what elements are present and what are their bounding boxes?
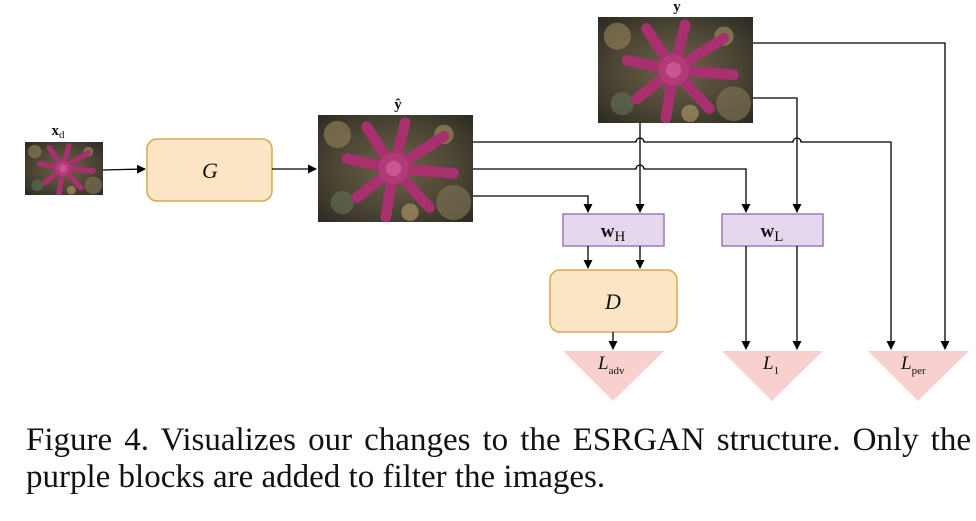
input-image-label: xd xyxy=(52,123,66,141)
arrow-target-to-perceptual-loss xyxy=(753,42,950,350)
filter-high-block xyxy=(562,213,665,247)
output-image xyxy=(318,115,473,222)
loss-perceptual-triangle xyxy=(868,351,969,401)
target-image xyxy=(598,17,753,123)
filter-low-block xyxy=(721,213,824,247)
arrow-output-to-perceptual-loss xyxy=(473,137,896,350)
arrow-input-to-generator xyxy=(102,164,146,174)
generator-block xyxy=(146,138,273,202)
filter-high-label: wH xyxy=(601,221,626,245)
arrow-target-to-filter-low xyxy=(753,97,802,213)
input-image xyxy=(25,142,103,195)
output-image-label: ŷ xyxy=(394,97,402,113)
loss-perceptual-label: Lper xyxy=(900,353,926,377)
arrow-output-to-filter-high xyxy=(473,195,593,213)
generator-label: G xyxy=(202,158,218,183)
figure-caption: Figure 4. Visualizes our changes to the … xyxy=(26,422,971,495)
discriminator-label: D xyxy=(604,289,621,314)
filter-low-label: wL xyxy=(761,221,784,245)
arrow-output-to-filter-low xyxy=(473,164,751,213)
loss-adversarial-label: Ladv xyxy=(597,353,625,377)
loss-adversarial-triangle xyxy=(563,351,664,401)
loss-l1-label: L1 xyxy=(762,353,779,377)
loss-l1-triangle xyxy=(722,351,823,401)
target-image-label: y xyxy=(673,0,681,15)
